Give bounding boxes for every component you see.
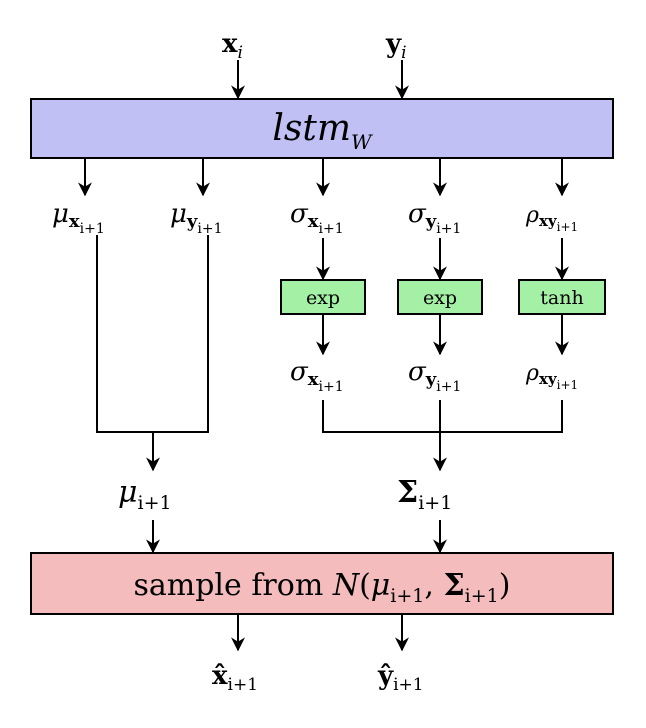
lstm-box bbox=[30, 98, 614, 159]
sigma-x-out-label: σxi+1 bbox=[290, 357, 344, 395]
mu-y-label: μyi+1 bbox=[170, 199, 223, 237]
x-hat-label: x̂i+1 bbox=[212, 661, 258, 695]
y-hat-label: ŷi+1 bbox=[377, 661, 424, 695]
sigma-x-label: σxi+1 bbox=[290, 199, 344, 237]
sample-box bbox=[30, 552, 614, 615]
rho-xy-out-label: ρxyi+1 bbox=[525, 361, 578, 392]
tanh-label: tanh bbox=[540, 287, 583, 309]
tanh-box bbox=[518, 279, 606, 315]
exp-y-label: exp bbox=[423, 287, 457, 309]
exp-x-box bbox=[280, 279, 366, 315]
mu-combined-label: μi+1 bbox=[118, 475, 172, 514]
input-x-label: xi bbox=[222, 29, 243, 63]
sigma-combined-label: Σi+1 bbox=[397, 475, 452, 514]
sample-label: sample from N(μi+1, Σi+1) bbox=[134, 568, 511, 607]
input-y-label: yi bbox=[385, 29, 407, 63]
lstm-label: lstmW bbox=[272, 108, 373, 154]
rho-xy-label: ρxyi+1 bbox=[525, 203, 578, 234]
mu-x-label: μxi+1 bbox=[52, 199, 105, 237]
sigma-y-label: σyi+1 bbox=[408, 199, 461, 237]
sigma-y-out-label: σyi+1 bbox=[408, 357, 461, 395]
exp-x-label: exp bbox=[306, 287, 340, 309]
exp-y-box bbox=[397, 279, 483, 315]
